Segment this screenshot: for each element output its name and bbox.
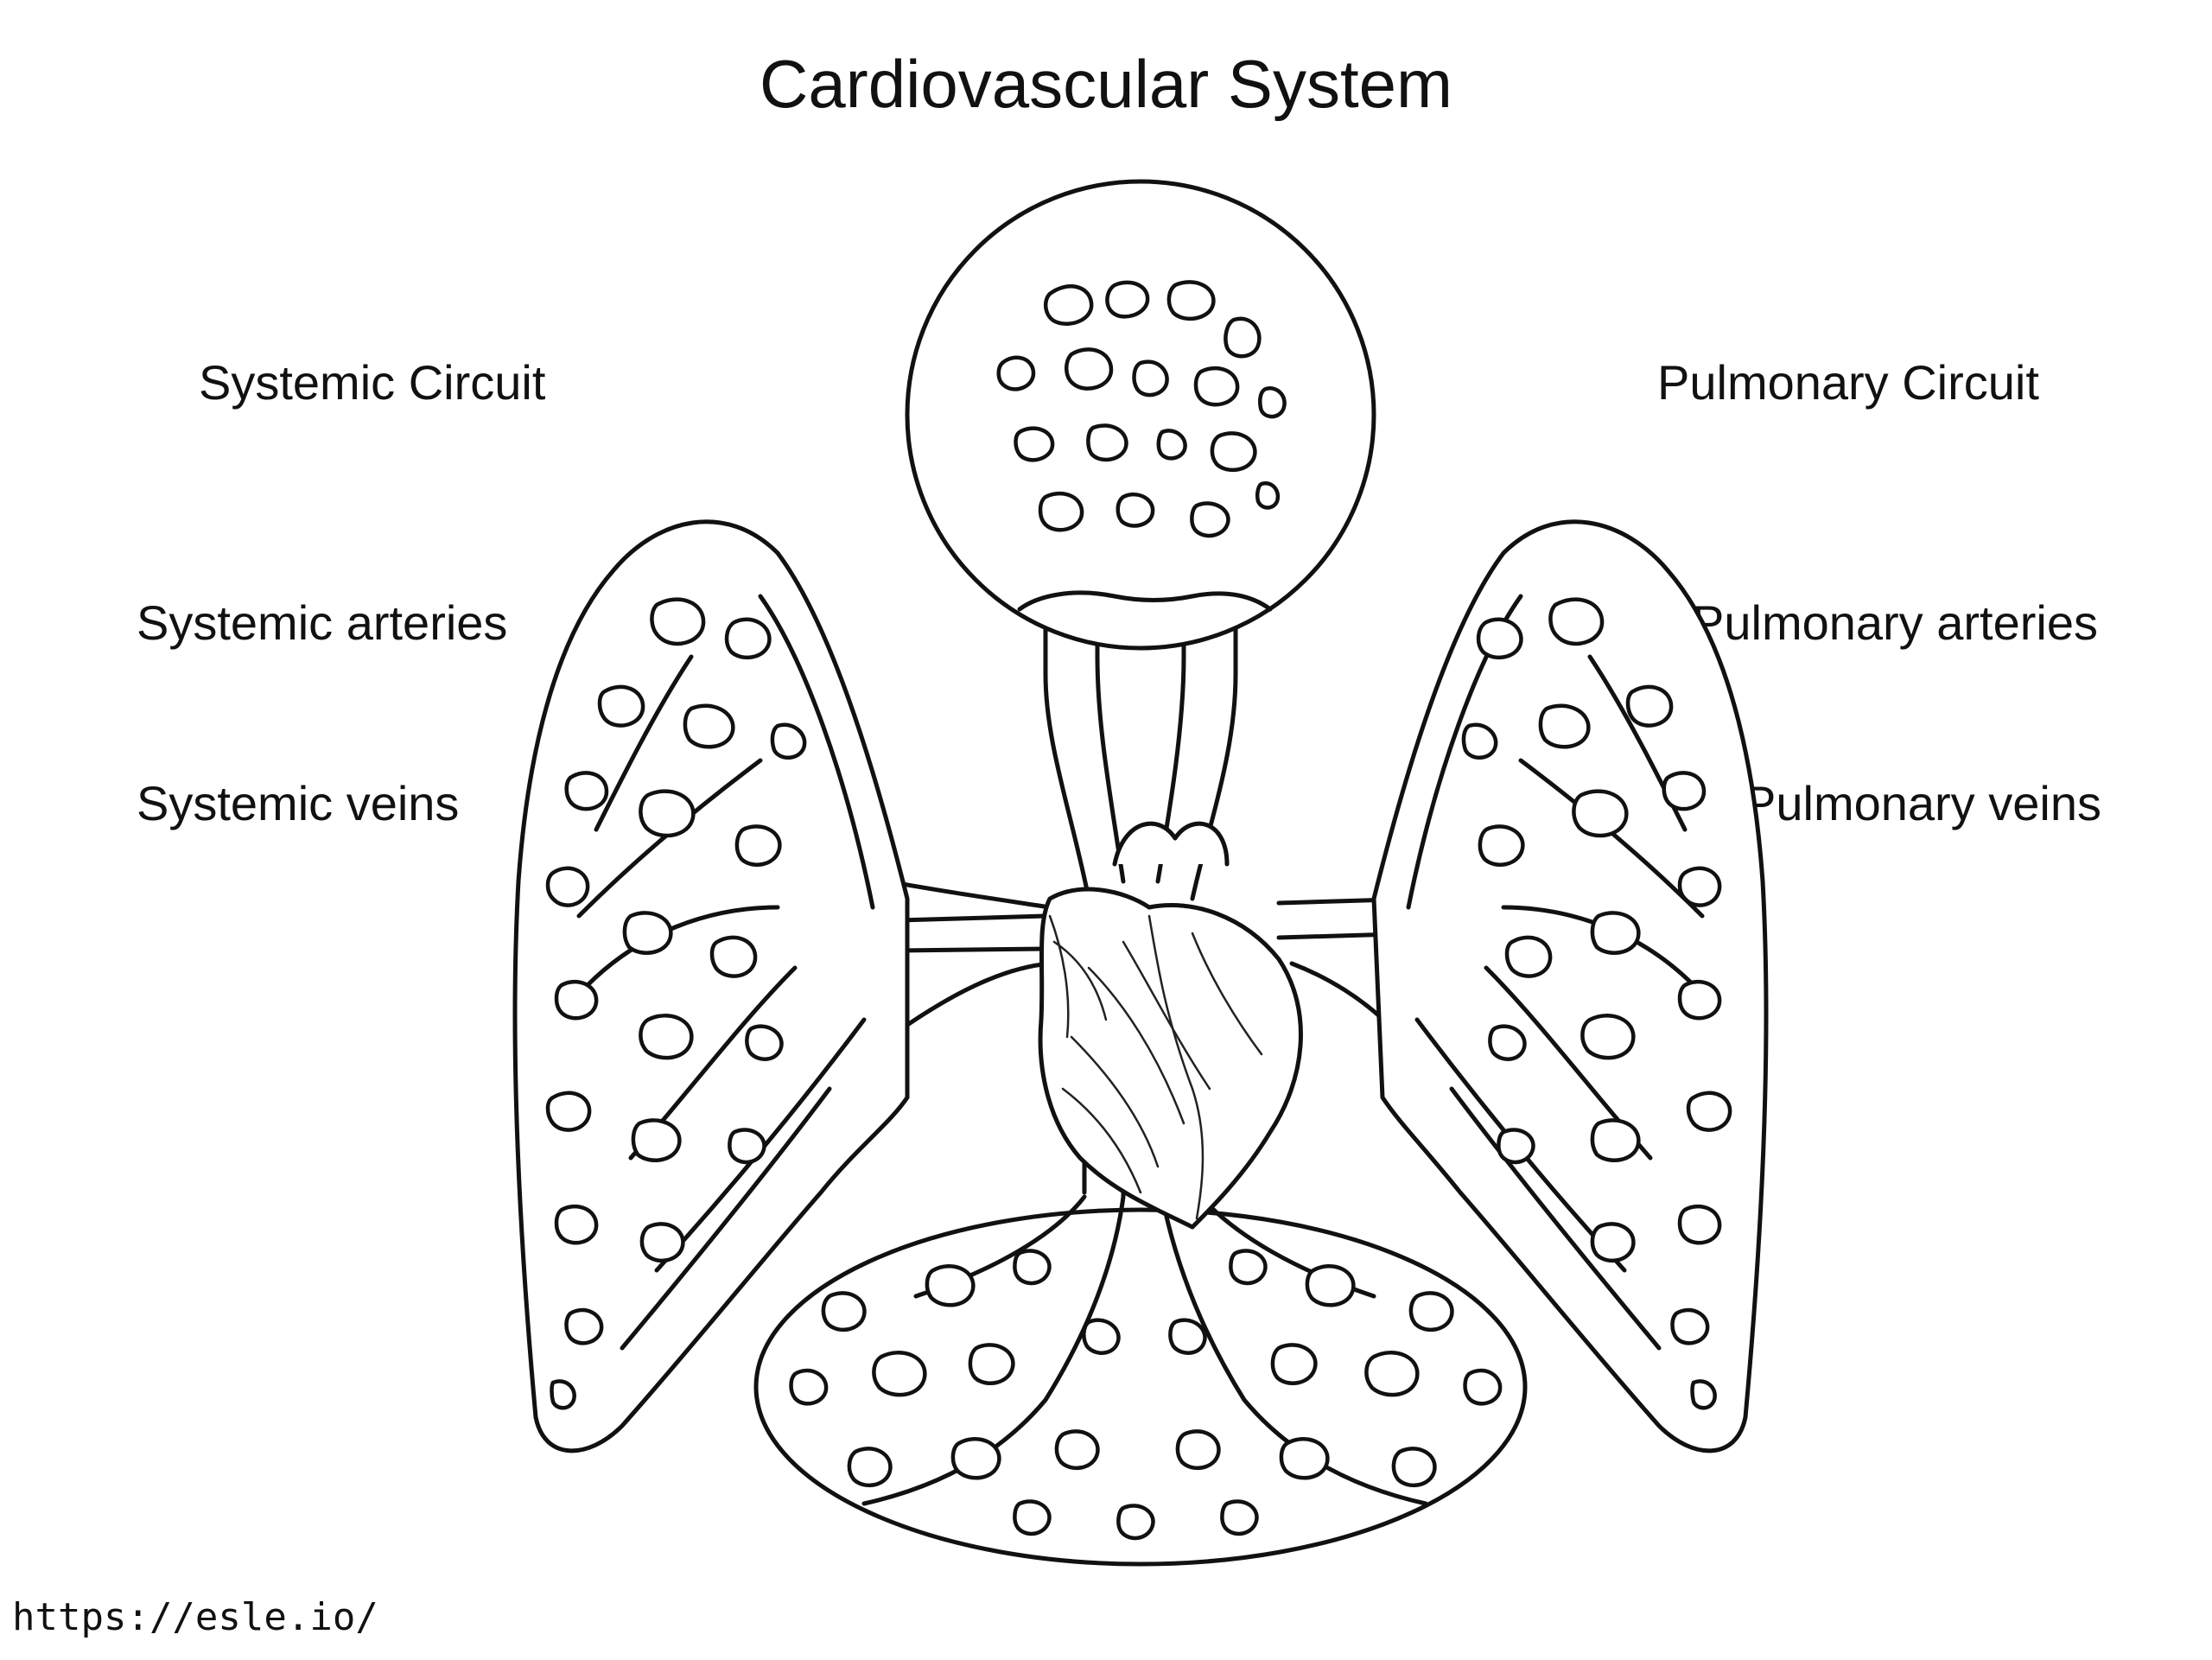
right-lung-holes: [1461, 597, 1732, 1410]
label-pulmonary-circuit: Pulmonary Circuit: [1657, 355, 2039, 410]
label-pulmonary-veins: Pulmonary veins: [1744, 776, 2101, 830]
branch-left-lower: [887, 961, 1052, 1040]
heart-aortic-arch: [1112, 821, 1230, 867]
left-lung: [512, 519, 910, 1453]
label-systemic-veins: Systemic veins: [137, 776, 460, 830]
upper-circle: [905, 179, 1376, 651]
label-pulmonary-arteries: Pulmonary arteries: [1692, 595, 2098, 650]
right-lung: [1371, 519, 1769, 1453]
left-lung-holes: [545, 597, 807, 1410]
diagram-title: Cardiovascular System: [760, 46, 1452, 122]
upper-holes: [996, 280, 1287, 538]
label-systemic-arteries: Systemic arteries: [137, 595, 508, 650]
label-systemic-circuit: Systemic Circuit: [199, 355, 546, 410]
branch-to-left-lung: [896, 913, 1048, 953]
upper-capillary-bed: [905, 179, 1376, 651]
heart: [1038, 821, 1303, 1230]
trunk-upper-left: [1043, 533, 1091, 901]
lower-capillary-bed: [753, 1194, 1528, 1567]
heart-body: [1038, 887, 1303, 1230]
watermark-url: https://esle.io/: [12, 1595, 378, 1639]
trunk-upper-right: [1190, 533, 1238, 901]
lower-holes: [789, 1249, 1503, 1541]
